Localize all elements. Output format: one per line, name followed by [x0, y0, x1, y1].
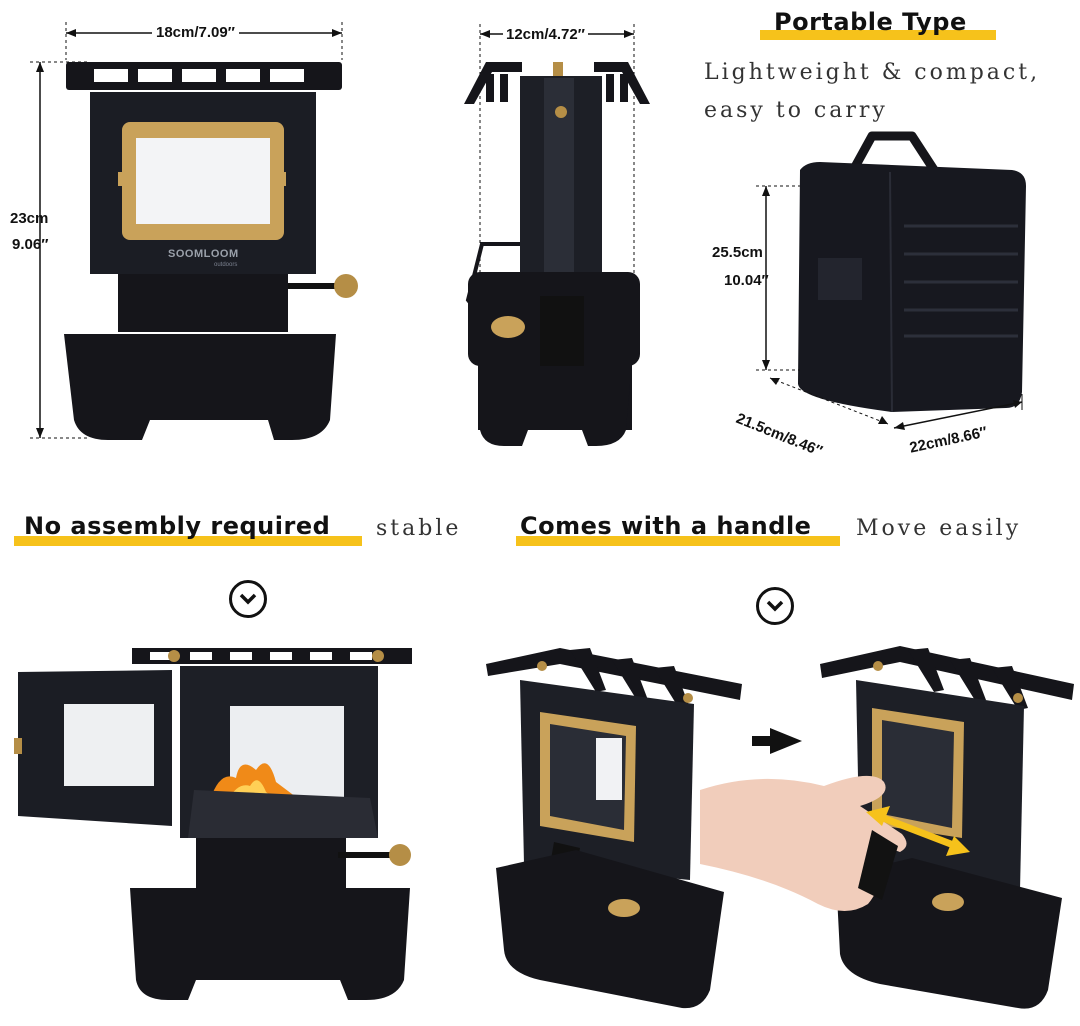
handle-title-highlight: [516, 536, 840, 546]
stove-height-in-label: 9.06″: [12, 236, 49, 253]
bag-height-in-label: 10.04″: [724, 272, 769, 289]
assembly-note: stable: [376, 516, 462, 541]
chevron-down-circle-icon: [229, 580, 267, 618]
portable-line1: Lightweight & compact,: [704, 60, 1041, 85]
chevron-down-circle-icon: [756, 587, 794, 625]
stove-width-label: 18cm/7.09″: [152, 24, 239, 41]
bag-height-cm-label: 25.5cm: [712, 244, 763, 261]
assembly-title-highlight: [14, 536, 362, 546]
stove-height-cm-label: 23cm: [10, 210, 49, 227]
assembly-title: No assembly required: [24, 512, 331, 540]
handle-note: Move easily: [856, 516, 1022, 541]
brand-logo-sub: outdoors: [214, 262, 238, 268]
portable-title: Portable Type: [774, 8, 967, 36]
portable-line2: easy to carry: [704, 98, 888, 123]
portable-title-highlight: [760, 30, 996, 40]
brand-logo: SOOMLOOM: [168, 248, 239, 260]
handle-title: Comes with a handle: [520, 512, 812, 540]
stove-depth-label: 12cm/4.72″: [503, 26, 588, 43]
